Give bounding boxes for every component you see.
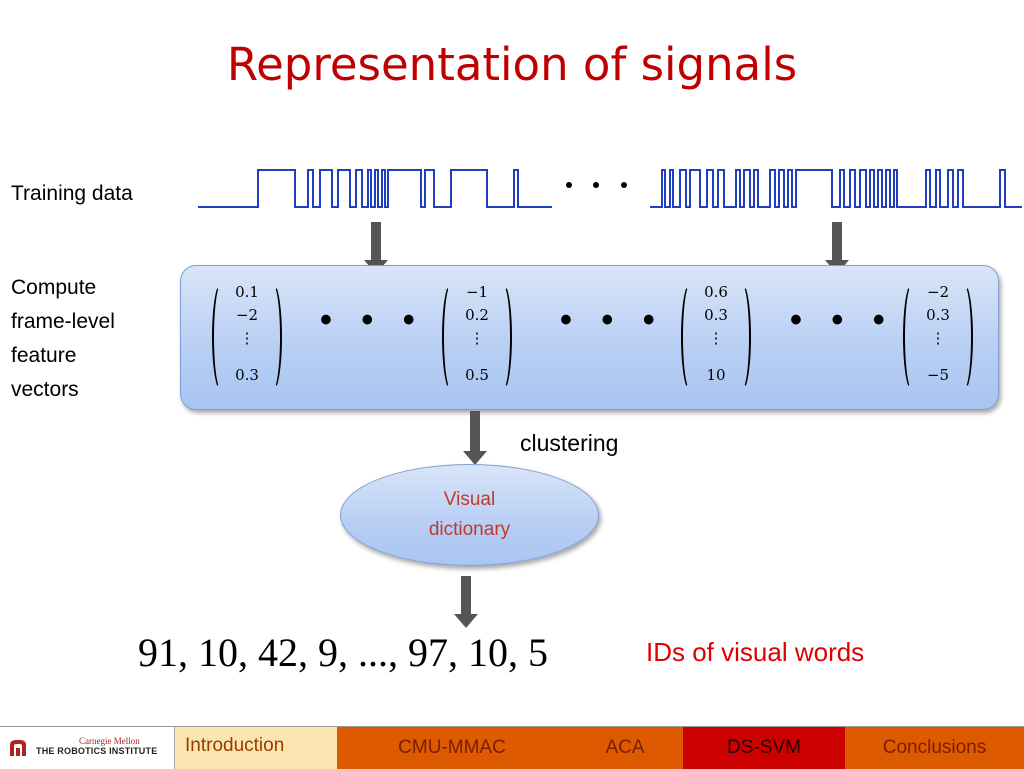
vector-vertical-ellipsis: ⋮ [469, 329, 485, 347]
vector-value: −5 [926, 366, 950, 384]
signal-waveform-left [198, 169, 552, 208]
left-paren [903, 283, 921, 391]
vector-value: −1 [465, 283, 489, 301]
training-data-label: Training data [11, 182, 133, 205]
vector-value: 0.3 [235, 366, 259, 384]
clustering-label: clustering [520, 430, 619, 456]
nav-ds-svm[interactable]: DS-SVM [683, 727, 845, 769]
right-paren [955, 283, 973, 391]
nav-aca[interactable]: ACA [567, 727, 683, 769]
vector-value: 0.5 [465, 366, 489, 384]
visual-word-id-sequence: 91, 10, 42, 9, ..., 97, 10, 5 [138, 630, 548, 675]
vector-value: 10 [706, 366, 726, 384]
vector-vertical-ellipsis: ⋮ [239, 329, 255, 347]
vector-value: 0.3 [704, 306, 728, 324]
vector-value: −2 [235, 306, 259, 324]
training-signal-waveforms [198, 169, 1022, 208]
vector-value: 0.1 [235, 283, 259, 301]
signal-waveform-right [650, 169, 1022, 208]
slide-title: Representation of signals [226, 38, 798, 91]
right-paren [733, 283, 751, 391]
carnegie-mellon-text: Carnegie Mellon [79, 736, 140, 746]
left-paren [442, 283, 460, 391]
signal-ellipsis-dot [621, 182, 627, 188]
feature-vectors-panel [180, 265, 999, 410]
footer-nav-bar: Carnegie Mellon THE ROBOTICS INSTITUTE I… [0, 726, 1024, 769]
vector-vertical-ellipsis: ⋮ [708, 329, 724, 347]
visual-word-ids-label: IDs of visual words [646, 637, 865, 667]
vector-ellipsis: • • • [560, 301, 665, 339]
visual-dictionary-label: Visual dictionary [428, 489, 511, 540]
compute-feature-vectors-label: Compute frame-level feature vectors [11, 276, 115, 401]
robotics-institute-logo-icon [10, 740, 26, 756]
signal-ellipsis-dot [593, 182, 599, 188]
nav-introduction[interactable]: Introduction [175, 727, 337, 769]
robotics-institute-logo: Carnegie Mellon THE ROBOTICS INSTITUTE [0, 727, 175, 769]
visual-dictionary-node: Visual dictionary [340, 464, 599, 566]
left-paren [681, 283, 699, 391]
feature-vector-4: −2 0.3 ⋮ −5 [903, 283, 973, 391]
vector-value: 0.6 [704, 283, 728, 301]
nav-conclusions[interactable]: Conclusions [845, 727, 1024, 769]
vector-value: 0.3 [926, 306, 950, 324]
vector-ellipsis: • • • [320, 301, 425, 339]
vector-value: −2 [926, 283, 950, 301]
down-arrow-icon [463, 411, 487, 465]
robotics-institute-text: THE ROBOTICS INSTITUTE [36, 746, 158, 756]
vector-value: 0.2 [465, 306, 489, 324]
vector-vertical-ellipsis: ⋮ [930, 329, 946, 347]
left-paren [212, 283, 230, 391]
right-paren [494, 283, 512, 391]
feature-vector-2: −1 0.2 ⋮ 0.5 [442, 283, 512, 391]
vector-ellipsis: • • • [790, 301, 895, 339]
feature-vector-1: 0.1 −2 ⋮ 0.3 [212, 283, 282, 391]
feature-vector-3: 0.6 0.3 ⋮ 10 [681, 283, 751, 391]
signal-ellipsis-dot [566, 182, 572, 188]
down-arrow-icon [454, 576, 478, 628]
nav-cmu-mmac[interactable]: CMU-MMAC [337, 727, 567, 769]
right-paren [264, 283, 282, 391]
